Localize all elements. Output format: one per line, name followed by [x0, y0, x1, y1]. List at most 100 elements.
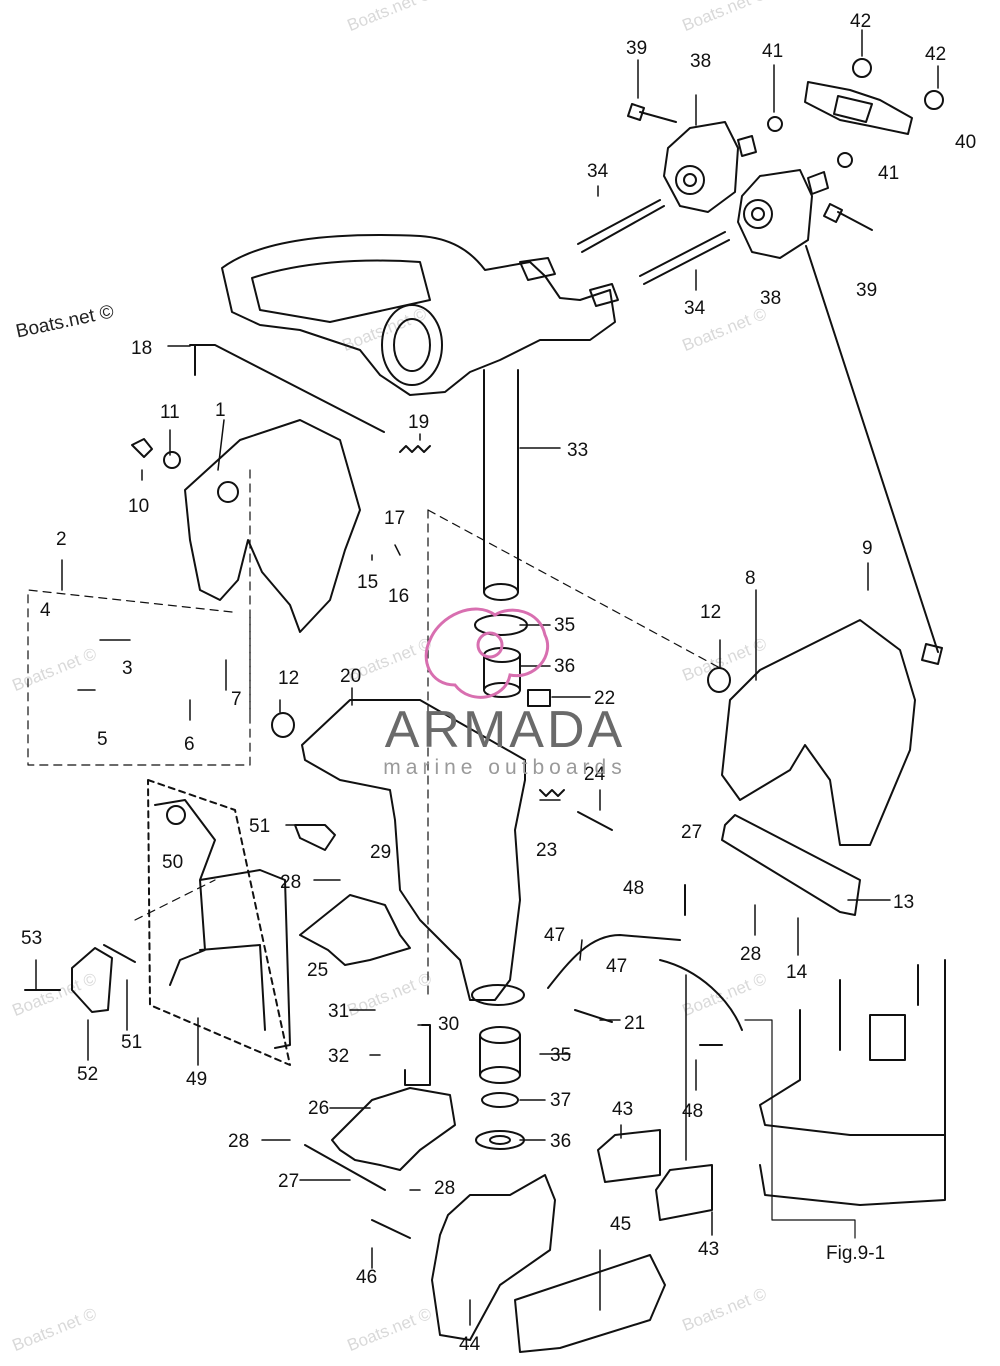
- mount-bracket-part: [833, 95, 873, 123]
- callout: 39: [856, 280, 877, 301]
- stud-bolt-part: [639, 231, 730, 285]
- callout: 12: [278, 668, 299, 689]
- callout: 39: [626, 38, 647, 59]
- lower-unit-outline: [839, 964, 919, 1061]
- callout: 23: [536, 840, 557, 861]
- swivel-bracket-frame-part: [221, 234, 619, 396]
- callout: 41: [878, 163, 899, 184]
- clamp-bracket-part: [721, 619, 916, 846]
- callout: 32: [328, 1046, 349, 1067]
- callout: 52: [77, 1064, 98, 1085]
- damper-block-part: [655, 1164, 713, 1221]
- bracket-plate-part: [71, 947, 113, 1013]
- washer-part: [707, 667, 731, 693]
- latch-part: [294, 824, 336, 851]
- bolt-part: [805, 245, 943, 665]
- tilt-lever-part: [147, 779, 291, 1066]
- rubber-mount-part: [663, 121, 757, 213]
- callout: 36: [554, 656, 575, 677]
- callout: 21: [624, 1013, 645, 1034]
- washer-part: [163, 451, 181, 469]
- callout: 27: [278, 1171, 299, 1192]
- pin-part: [304, 1144, 386, 1191]
- pad-part: [514, 1254, 666, 1353]
- callout: 41: [762, 41, 783, 62]
- callout: 35: [550, 1045, 571, 1066]
- callout: 10: [128, 496, 149, 517]
- callout: 11: [160, 402, 180, 423]
- figure-label: Fig.9-1: [826, 1243, 886, 1264]
- callout: 22: [594, 688, 615, 709]
- callout: 27: [681, 822, 702, 843]
- bushing-part: [479, 1066, 521, 1084]
- washer-part: [271, 712, 295, 738]
- callout: 33: [567, 440, 588, 461]
- bushing-part: [483, 682, 521, 698]
- callout: 28: [740, 944, 761, 965]
- callout: 46: [356, 1267, 377, 1288]
- callout: 50: [162, 852, 183, 873]
- spring-part: [399, 445, 431, 453]
- washer-part: [481, 1092, 519, 1108]
- callout: 43: [698, 1239, 719, 1260]
- callout: 12: [700, 602, 721, 623]
- callout: 40: [955, 132, 976, 153]
- callout: 53: [21, 928, 42, 949]
- callout: 17: [384, 508, 405, 529]
- callout: 1: [215, 400, 226, 421]
- callout: 30: [438, 1014, 459, 1035]
- callout: 37: [550, 1090, 571, 1111]
- callout: 28: [434, 1178, 455, 1199]
- washer-part: [837, 152, 853, 168]
- callout: 26: [308, 1098, 329, 1119]
- callout: 34: [684, 298, 706, 319]
- callout: 2: [56, 529, 67, 550]
- callout: 47: [606, 956, 627, 977]
- callout: 48: [682, 1101, 703, 1122]
- lower-unit-outline: [744, 1019, 856, 1239]
- tilt-lock-part: [331, 1087, 456, 1171]
- swivel-bracket-part: [471, 984, 525, 1006]
- callout: 51: [121, 1032, 142, 1053]
- thrust-bracket-part: [431, 1174, 556, 1341]
- callout: 34: [587, 161, 609, 182]
- lower-unit-outline: [759, 959, 946, 1206]
- tilt-lever-part: [154, 799, 291, 1049]
- rubber-mount-part: [737, 169, 829, 259]
- bushing-part: [479, 1026, 521, 1044]
- callout: 15: [357, 572, 378, 593]
- callout: 47: [544, 925, 565, 946]
- nut-part: [852, 58, 872, 78]
- damper-block-part: [597, 1129, 661, 1183]
- callout: 45: [610, 1214, 631, 1235]
- callout: 48: [623, 878, 644, 899]
- ground-cable-part: [547, 934, 681, 989]
- bolt-part: [627, 103, 677, 123]
- callout: 19: [408, 412, 429, 433]
- nut-part: [924, 90, 944, 110]
- washer-part: [475, 1130, 525, 1150]
- callout: 29: [370, 842, 391, 863]
- callout: 8: [745, 568, 756, 589]
- callout: 36: [550, 1131, 571, 1152]
- callout: 31: [328, 1001, 349, 1022]
- spring-part: [539, 789, 565, 797]
- plate-part: [721, 814, 861, 916]
- callout: 24: [584, 764, 606, 785]
- bushing-part: [483, 654, 521, 691]
- washer-part: [489, 1135, 511, 1145]
- callout: 14: [786, 962, 808, 983]
- callout: 28: [280, 872, 301, 893]
- callout: 51: [249, 816, 270, 837]
- callout: 3: [122, 658, 133, 679]
- steering-shaft-part: [483, 583, 519, 601]
- callout: 49: [186, 1069, 207, 1090]
- callout: 35: [554, 615, 575, 636]
- brand-logo: ARMADA marine outboards: [345, 700, 665, 780]
- callout: 7: [231, 689, 242, 710]
- bolt-part: [823, 203, 873, 231]
- bolt-part: [371, 1219, 411, 1239]
- bushing-part: [479, 1034, 521, 1076]
- bolt-part: [577, 811, 613, 831]
- ground-cable-part: [659, 959, 743, 1031]
